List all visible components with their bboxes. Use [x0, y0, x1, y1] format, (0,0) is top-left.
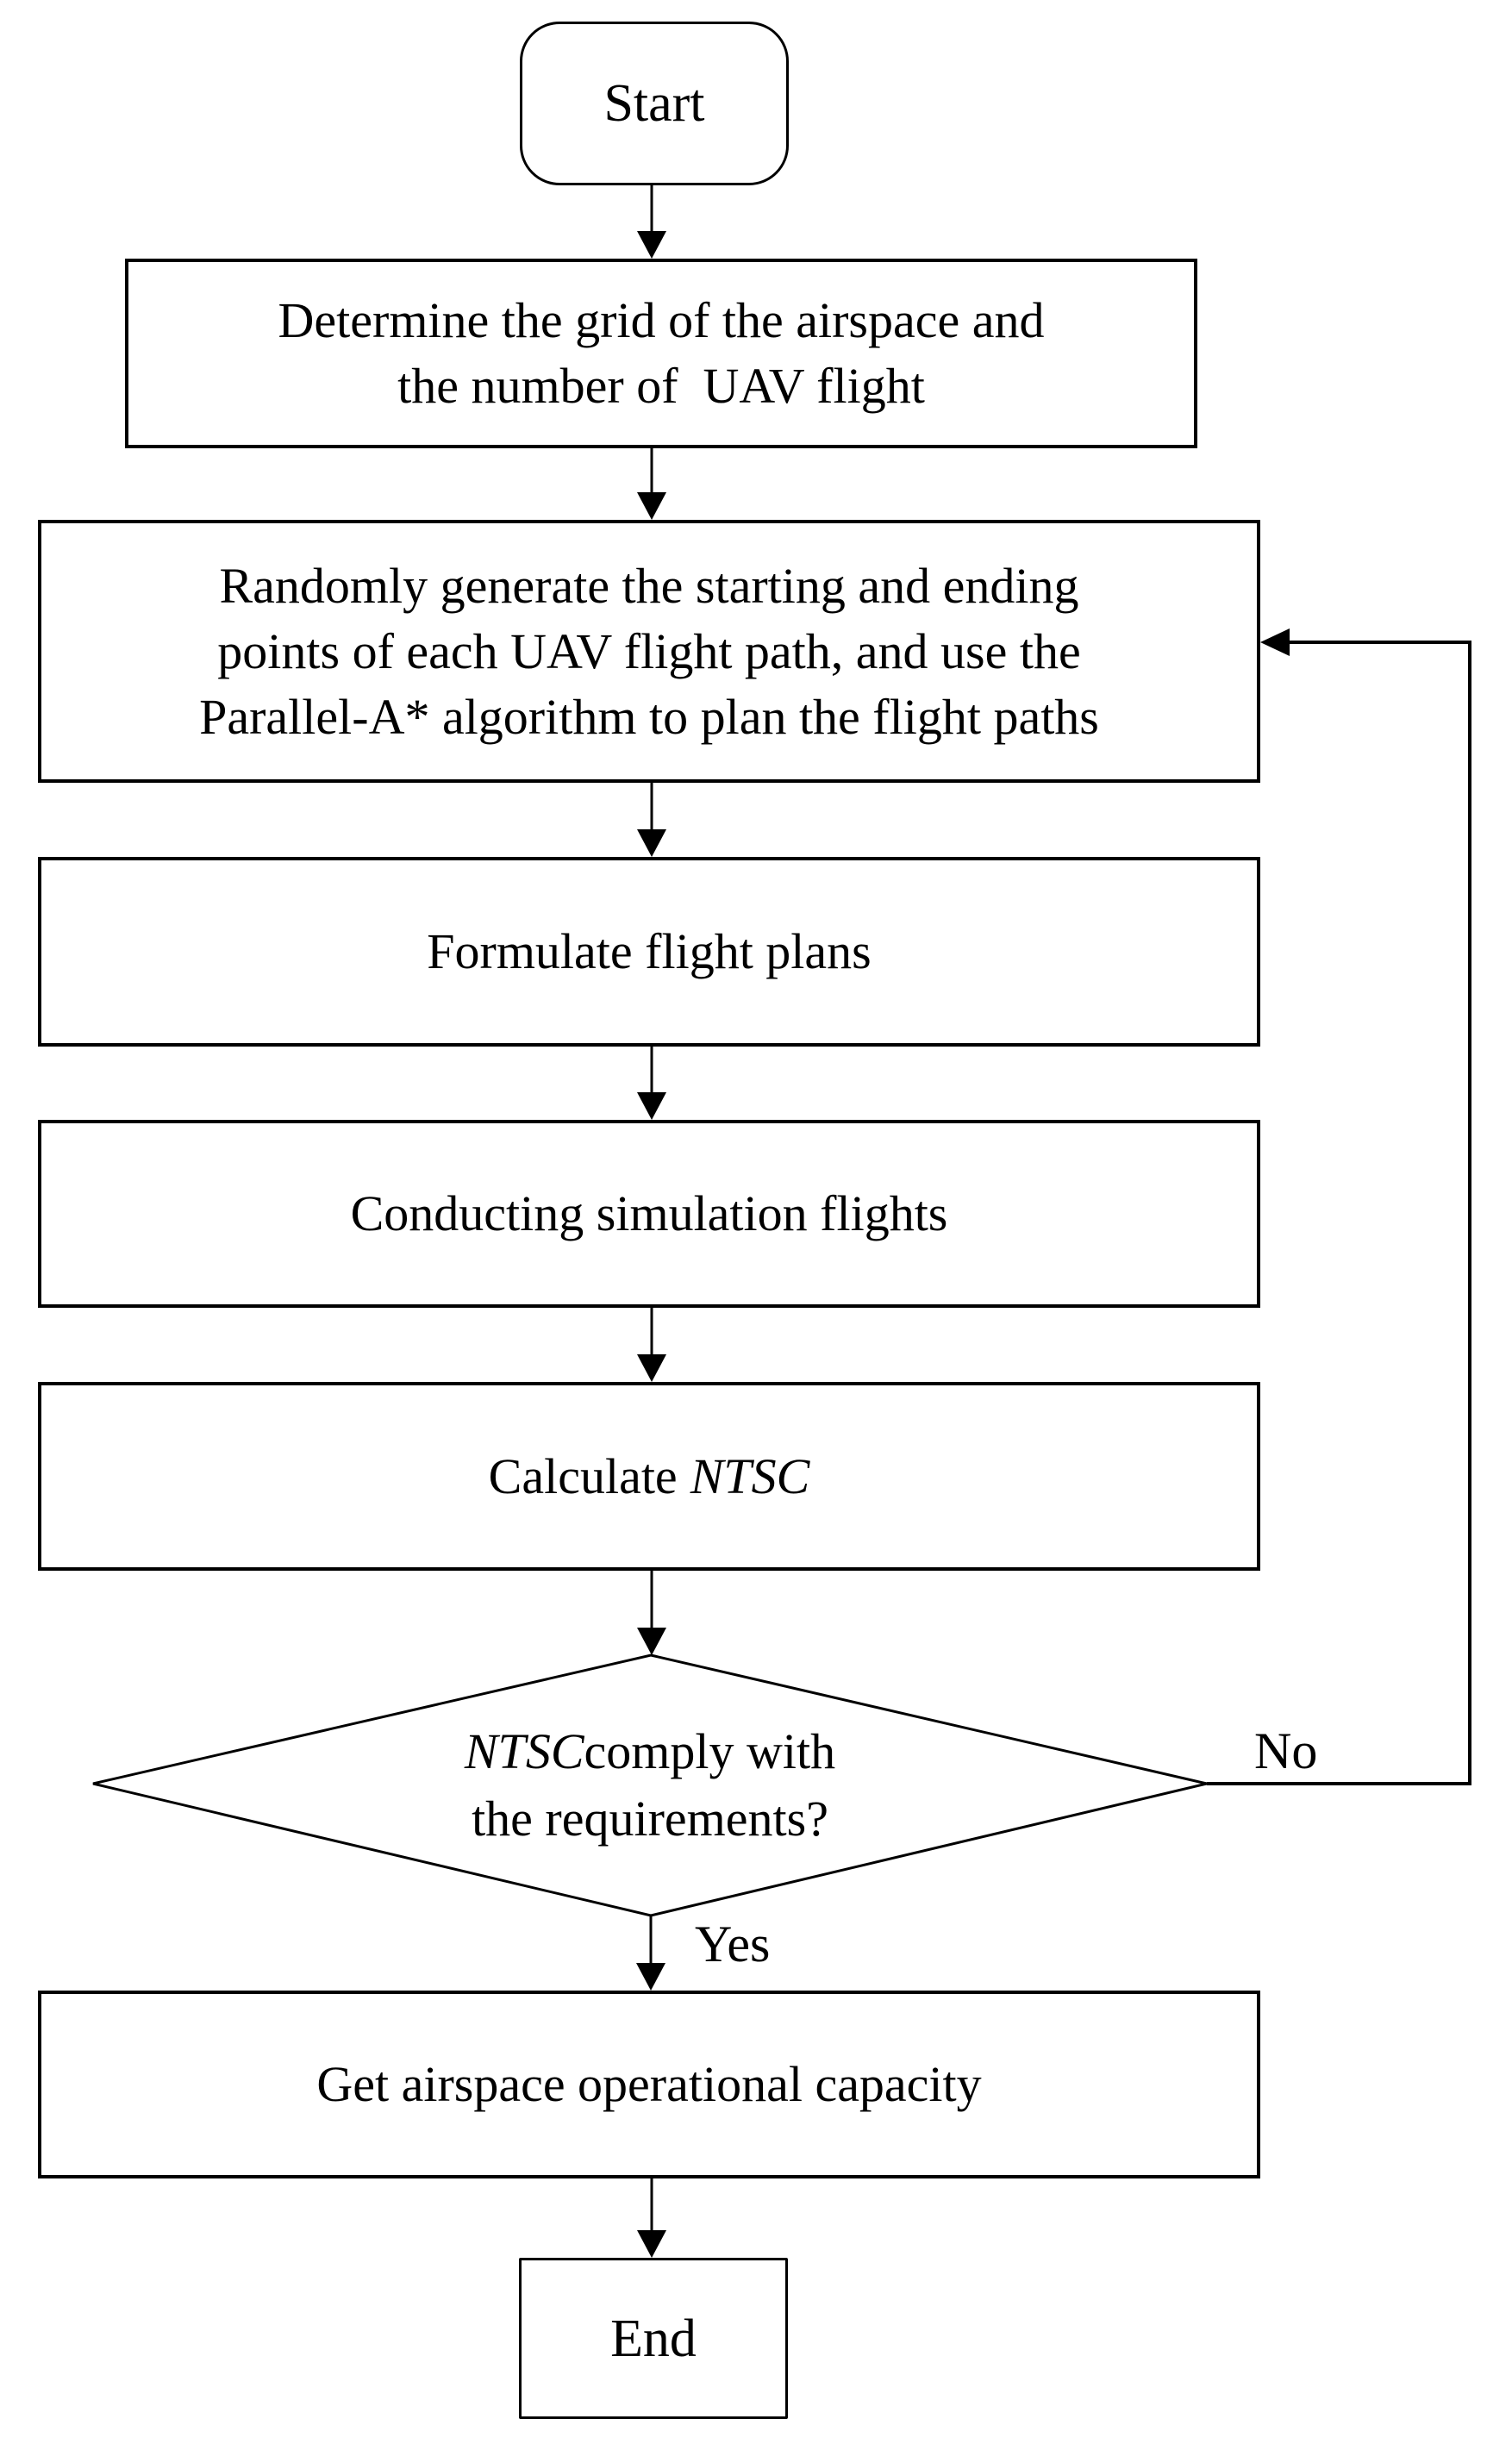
arrowhead-formulate-simulate	[637, 1092, 666, 1120]
calculate-ntsc-italic: NTSC	[690, 1447, 810, 1504]
yes-edge-label: Yes	[695, 1916, 771, 1972]
capacity-label: Get airspace operational capacity	[316, 2056, 982, 2112]
arrowhead-decision-capacity	[636, 1963, 665, 1991]
decision-label: NTSCcomply with the requirements?	[93, 1655, 1207, 1916]
arrowhead-calculate-decision	[637, 1628, 666, 1655]
decision-line2: the requirements?	[472, 1791, 828, 1847]
capacity-box: Get airspace operational capacity	[38, 1991, 1260, 2178]
arrowhead-capacity-end	[637, 2230, 666, 2258]
arrowhead-no-generate	[1260, 628, 1290, 656]
formulate-plans-box: Formulate flight plans	[38, 857, 1260, 1047]
no-edge-label: No	[1254, 1722, 1318, 1779]
simulation-flights-box: Conducting simulation flights	[38, 1120, 1260, 1308]
arrowhead-start-determine	[637, 231, 666, 259]
end-label: End	[610, 2309, 697, 2368]
arrowhead-generate-formulate	[637, 829, 666, 857]
decision-line1: NTSCcomply with	[465, 1718, 835, 1785]
decision-ntsc-italic: NTSC	[464, 1723, 584, 1779]
arrowhead-determine-generate	[637, 492, 666, 520]
end-node: End	[519, 2258, 788, 2419]
start-label: Start	[603, 74, 705, 133]
determine-grid-box: Determine the grid of the airspace and t…	[125, 259, 1197, 448]
generate-paths-box: Randomly generate the starting and endin…	[38, 520, 1260, 783]
start-node: Start	[520, 22, 789, 185]
calculate-text: Calculate	[488, 1447, 678, 1504]
arrowhead-simulate-calculate	[637, 1354, 666, 1382]
simulation-flights-label: Conducting simulation flights	[350, 1185, 948, 1241]
generate-paths-label: Randomly generate the starting and endin…	[199, 557, 1099, 745]
determine-grid-label: Determine the grid of the airspace and t…	[278, 292, 1045, 414]
decision-line1-rest: comply with	[584, 1723, 836, 1779]
formulate-plans-label: Formulate flight plans	[427, 923, 872, 979]
